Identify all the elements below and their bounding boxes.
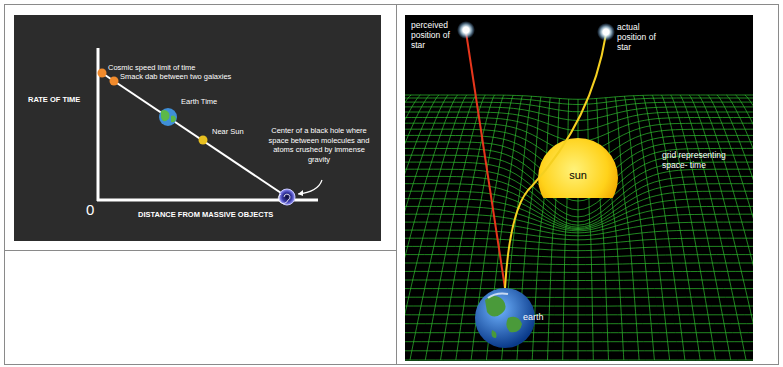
text-label: grid representing space- time [662,150,734,170]
grid-line [405,306,753,307]
earth-icon [159,108,177,126]
light-path [505,34,606,288]
space-background [405,15,753,361]
grid-line [405,332,753,333]
grid-line [726,95,753,360]
sun-node: sun [548,165,608,187]
arrow-head [298,190,303,196]
grid-line [652,95,700,360]
earth-globe [485,296,522,338]
grid-line [405,95,439,360]
earth-icon [161,110,176,122]
grid-line [405,222,753,236]
grid-line [405,341,753,342]
light-path [466,32,505,288]
grid-line [405,112,753,131]
text-label: RATE OF TIME [28,95,98,105]
grid-line [405,246,753,250]
grid-line [680,95,746,360]
point-dot [110,77,119,86]
text-label: Earth Time [181,97,261,107]
table-divider [396,5,397,364]
star-icon [457,21,475,39]
grid-line [405,280,753,282]
grid-line [405,350,753,351]
grid-line [405,95,411,360]
grid-line [405,297,753,298]
grid-line [405,95,753,99]
text-label: 0 [86,202,106,218]
node-text: earth [523,312,535,323]
text-label: DISTANCE FROM MASSIVE OBJECTS [138,210,338,220]
text-label: perceived position of star [411,20,459,50]
black-hole-icon [279,189,295,205]
star-icon [597,23,615,41]
grid-line [405,95,467,360]
grid-line [405,95,448,360]
text-label: Center of a black hole where space betwe… [264,126,374,164]
table-border [5,5,779,365]
grid-line [405,238,753,245]
grid-line [745,95,753,360]
text-label: Cosmic speed limit of time [108,63,278,73]
grid-line [643,95,685,360]
grid-line [405,95,430,360]
grid-line [405,360,753,361]
grid-line [405,288,753,289]
text-label: actual position of star [617,22,667,52]
grid-line [606,98,624,360]
grid-line [405,323,753,324]
grid-line [405,255,753,258]
text-label: Smack dab between two galaxies [120,72,290,82]
grid-line [662,95,716,360]
earth-globe [475,288,535,348]
grid-line [405,263,753,265]
earth-node: earth [475,288,535,348]
grid-line [405,206,753,231]
grid-line [405,95,458,360]
grid-line [736,95,753,360]
trend-line [102,73,287,197]
sun-globe [538,138,618,198]
spacetime-grid [405,95,753,360]
node-text: sun [548,169,608,182]
point-dot [98,69,107,78]
black-hole-icon [278,194,290,203]
chart-panel [14,15,381,241]
grid-line [405,98,753,105]
earth-globe [488,294,508,299]
table-divider [5,250,396,251]
grid-line [708,95,753,360]
grid-line [405,271,753,272]
grid-line [699,95,754,360]
point-dot [199,136,208,145]
grid-line [405,314,753,315]
grid-line [410,95,476,360]
grid-line [671,95,731,360]
